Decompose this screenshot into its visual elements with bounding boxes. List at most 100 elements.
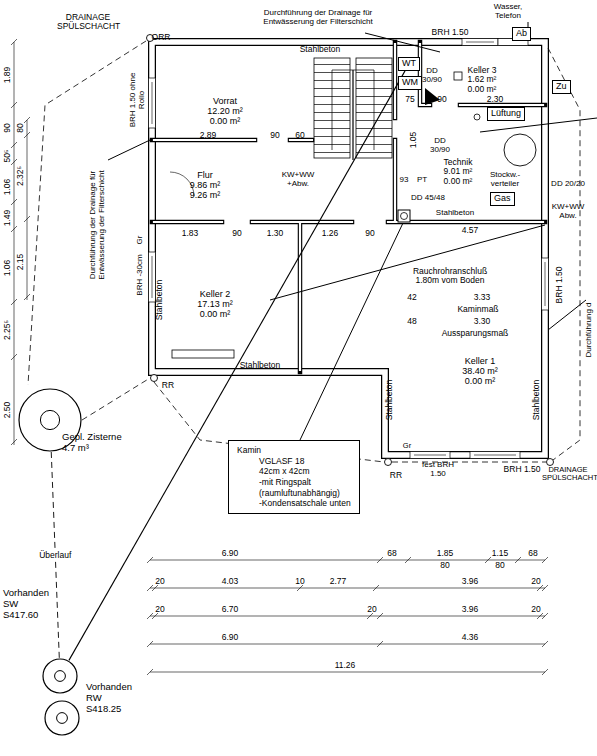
plan-label: 4.57 bbox=[462, 226, 479, 235]
node-title: Gas bbox=[494, 194, 511, 204]
plan-label: 1.85 bbox=[437, 549, 454, 558]
plan-label: 90 bbox=[365, 229, 374, 238]
plan-label: BRH -30cm bbox=[136, 254, 145, 295]
plan-label: Stockw.-verteiler bbox=[483, 171, 528, 189]
node-text: 9.86 m² bbox=[190, 181, 221, 191]
edge-label: Überlauf bbox=[37, 550, 73, 560]
fixture-box: Lüftung bbox=[487, 107, 525, 121]
circle-outline bbox=[42, 658, 78, 694]
plan-label: 42 bbox=[407, 293, 416, 302]
drain-pipe bbox=[69, 71, 405, 660]
plan-label: 2.77 bbox=[330, 577, 347, 586]
node-title: Zu bbox=[556, 82, 567, 92]
node-text: -Kondensatschale unten bbox=[237, 498, 351, 509]
node-title: Flur bbox=[190, 171, 221, 181]
tank-circle: Gepl. Zisterne4.7 m³ bbox=[18, 388, 82, 452]
node-text: 12.20 m² bbox=[207, 107, 243, 117]
circle-caption: VorhandenRWS418.25 bbox=[86, 682, 132, 715]
plan-label: 2.89 bbox=[200, 131, 217, 140]
node-text: 0.00 m² bbox=[197, 310, 233, 320]
plan-label: 20 bbox=[367, 605, 376, 614]
plan-label: 90 bbox=[270, 131, 279, 140]
plan-label: 2.50 bbox=[3, 402, 12, 419]
node-title: Vorrat bbox=[207, 97, 243, 107]
plan-label: BRH 1.50 bbox=[432, 28, 469, 37]
plan-label: Durchführung der Drainage für Entwässeru… bbox=[89, 155, 107, 295]
node-text: S417.60 bbox=[3, 610, 49, 621]
plan-label: 1.06 bbox=[3, 260, 12, 277]
plan-label: Stahlbeton bbox=[300, 45, 341, 54]
node-title: Lüftung bbox=[491, 109, 521, 119]
plan-label: 90 bbox=[437, 95, 446, 104]
plan-label: DRAINAGE SPÜLSCHACHT bbox=[542, 466, 594, 483]
plan-label: 68 bbox=[528, 549, 537, 558]
plan-label: Durchführung d bbox=[585, 302, 594, 357]
node-text: (raumluftunabhängig) bbox=[237, 488, 351, 499]
plan-label: 3.96 bbox=[462, 577, 479, 586]
manhole-circle: VorhandenSWS417.60 bbox=[42, 658, 78, 694]
node-title: Technik bbox=[444, 158, 473, 167]
plan-label: 60 bbox=[295, 131, 304, 140]
plan-label: PT bbox=[417, 176, 427, 185]
manhole-circle: VorhandenRWS418.25 bbox=[44, 700, 80, 736]
plan-label: 6.90 bbox=[222, 549, 239, 558]
plan-label: 90 bbox=[232, 229, 241, 238]
plan-label: 1.83 bbox=[182, 229, 199, 238]
plan-label: DD 30/90 bbox=[424, 137, 456, 155]
plan-label: Stahlbeton bbox=[532, 380, 541, 421]
node-text: VGLASF 18 bbox=[237, 456, 351, 467]
plan-label: 90 bbox=[3, 123, 12, 132]
plan-label: 1.05 bbox=[409, 132, 418, 149]
plan-label: 1.89 bbox=[3, 67, 12, 84]
node-title: WT bbox=[402, 59, 416, 69]
plan-label: 48 bbox=[407, 317, 416, 326]
plan-label: Aussparungsmaß bbox=[442, 329, 509, 338]
plan-label: 2.32⁵ bbox=[16, 166, 25, 186]
plan-label: ORR bbox=[152, 33, 171, 42]
plan-label: 1.30 bbox=[267, 229, 284, 238]
plan-label: DRAINAGE SPÜLSCHACHT bbox=[57, 13, 119, 32]
node-title: Kamin bbox=[237, 445, 351, 456]
plan-label: 20 bbox=[531, 605, 540, 614]
node-text: S418.25 bbox=[86, 704, 132, 715]
node-text: 38.40 m² bbox=[462, 367, 498, 377]
circle-caption: VorhandenSWS417.60 bbox=[3, 588, 49, 621]
node-title: Vorhanden bbox=[86, 682, 132, 693]
plan-label: Stahlbeton bbox=[155, 280, 164, 321]
room-label: Flur9.86 m²9.26 m² bbox=[190, 171, 221, 201]
circle-outline bbox=[44, 700, 80, 736]
plan-label: 20 bbox=[531, 577, 540, 586]
plan-label: DD 20/20 bbox=[551, 180, 585, 189]
plan-label: 3.96 bbox=[462, 605, 479, 614]
plan-label: BRH 1.50 bbox=[504, 465, 541, 474]
node-text: RW bbox=[86, 693, 132, 704]
node-text: 0.00 m² bbox=[462, 377, 498, 387]
plan-label: 2.15 bbox=[16, 254, 25, 271]
node-title: Ab bbox=[516, 29, 527, 39]
node-text: 17.13 m² bbox=[197, 300, 233, 310]
plan-label: 1.06 bbox=[3, 179, 12, 196]
fixture-box: Ab bbox=[512, 27, 531, 41]
plan-label: DD 45/48 bbox=[411, 194, 445, 203]
fixture-box: WT bbox=[398, 57, 420, 71]
plan-label: 93 bbox=[400, 176, 409, 185]
plan-label: fest BRH 1.50 bbox=[418, 461, 458, 479]
plan-label: KW+WW +Abw. bbox=[278, 171, 318, 189]
node-text: SW bbox=[3, 599, 49, 610]
node-text: 42cm x 42cm bbox=[237, 466, 351, 477]
plan-label: 68 bbox=[387, 549, 396, 558]
plan-label: Stahlbeton bbox=[436, 209, 474, 218]
node-title: Vorhanden bbox=[3, 588, 49, 599]
note-box: KaminVGLASF 1842cm x 42cm-mit Ringspalt(… bbox=[228, 440, 360, 514]
plan-label: Stahlbeton bbox=[385, 380, 394, 421]
node-text: 4.7 m³ bbox=[62, 443, 122, 454]
plan-label: 11.26 bbox=[335, 661, 356, 670]
plan-label: 80 bbox=[16, 123, 25, 132]
room-label: Keller 138.40 m²0.00 m² bbox=[462, 357, 498, 387]
plan-label: Gr bbox=[403, 442, 411, 450]
plan-label: RR bbox=[162, 381, 174, 390]
plan-label: 4.36 bbox=[462, 633, 479, 642]
plan-label: 3.33 bbox=[474, 293, 491, 302]
plan-label: 2.25⁵ bbox=[3, 320, 12, 340]
node-title: Keller 2 bbox=[197, 290, 233, 300]
